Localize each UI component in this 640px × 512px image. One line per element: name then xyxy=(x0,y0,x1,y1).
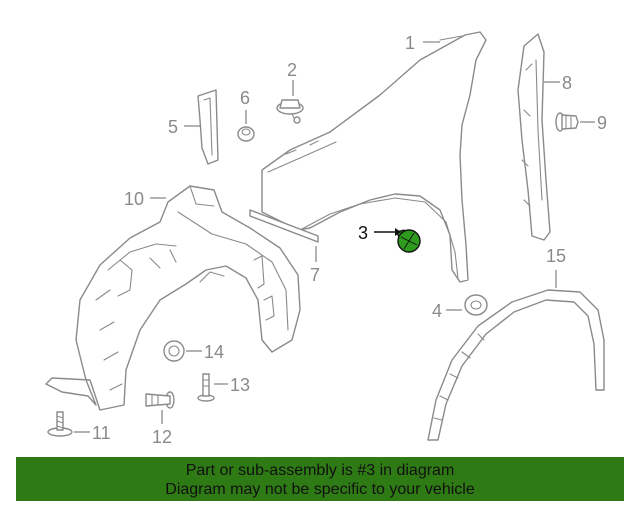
fender-part-1[interactable] xyxy=(261,31,487,283)
wheel-liner-part-10[interactable] xyxy=(45,185,301,411)
banner-line-2: Diagram may not be specific to your vehi… xyxy=(165,481,475,498)
callout-1[interactable]: 1 xyxy=(405,33,415,53)
callout-4[interactable]: 4 xyxy=(432,301,442,321)
callout-8[interactable]: 8 xyxy=(562,73,572,93)
fender-bracket-part-8[interactable] xyxy=(517,33,551,241)
screw-part-11[interactable] xyxy=(47,411,73,437)
rivet-part-13[interactable] xyxy=(197,373,215,402)
arrow-3 xyxy=(395,228,401,236)
grommet-part-14[interactable] xyxy=(163,340,185,362)
callout-2[interactable]: 2 xyxy=(287,60,297,80)
parts-diagram: 1 2 3 4 5 6 7 xyxy=(45,31,607,447)
callout-9[interactable]: 9 xyxy=(597,113,607,133)
callout-11[interactable]: 11 xyxy=(92,423,111,443)
seal-strip-part-7[interactable] xyxy=(249,209,319,243)
push-clip-part-9[interactable] xyxy=(555,112,579,132)
callout-12[interactable]: 12 xyxy=(152,427,172,447)
callout-7[interactable]: 7 xyxy=(310,265,320,285)
callout-15[interactable]: 15 xyxy=(546,246,566,266)
callout-5[interactable]: 5 xyxy=(168,117,178,137)
callout-13[interactable]: 13 xyxy=(230,375,250,395)
callout-10[interactable]: 10 xyxy=(124,189,144,209)
callout-6[interactable]: 6 xyxy=(240,88,250,108)
banner-line-1: Part or sub-assembly is #3 in diagram xyxy=(185,462,455,479)
callout-14[interactable]: 14 xyxy=(204,342,224,362)
callout-3[interactable]: 3 xyxy=(358,223,368,243)
arch-molding-part-15[interactable] xyxy=(427,289,605,441)
info-banner: Part or sub-assembly is #3 in diagram Di… xyxy=(16,457,624,501)
bolt-part-2[interactable] xyxy=(276,99,304,124)
grommet-part-4[interactable] xyxy=(464,294,488,316)
push-clip-part-12[interactable] xyxy=(145,391,175,409)
nut-part-6[interactable] xyxy=(237,126,255,142)
clip-part-3[interactable] xyxy=(395,229,421,253)
bracket-part-5[interactable] xyxy=(197,89,219,165)
